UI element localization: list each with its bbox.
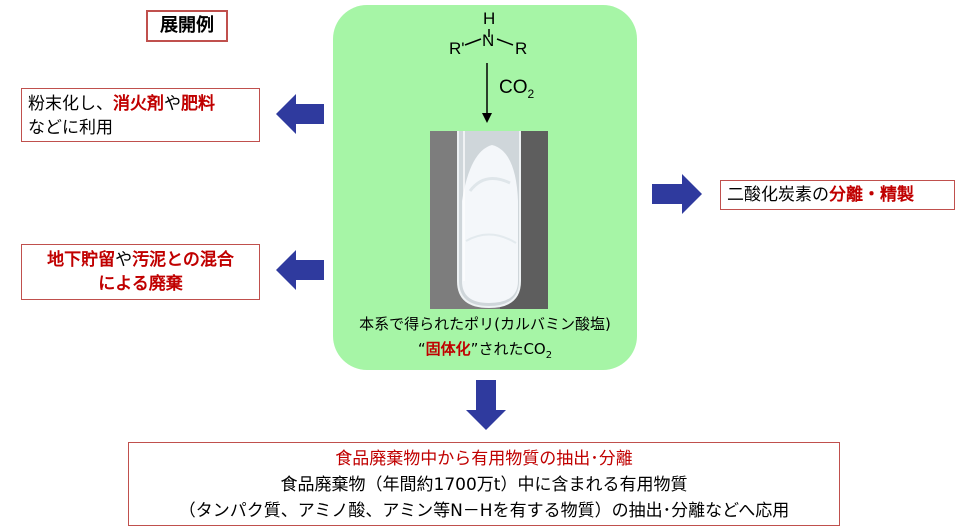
caption-line-2: “固体化”されたCO2 (333, 338, 637, 361)
reagent-text: CO (499, 77, 528, 98)
left-box-disposal: 地下貯留や汚泥との混合 による廃棄 (21, 244, 260, 300)
caption-sub: 2 (545, 350, 553, 361)
amine-h: H (483, 9, 496, 28)
left2-line2: による廃棄 (98, 274, 183, 294)
title-box: 展開例 (146, 10, 228, 42)
amine-structure (464, 29, 514, 123)
left1-part2: 消火剤 (113, 94, 164, 114)
caption-quote-open: “ (417, 340, 426, 358)
n-r1-bond (464, 38, 482, 46)
title-text: 展開例 (160, 15, 214, 36)
arrow-right-icon (652, 174, 702, 214)
left1-part1: 粉末化し、 (28, 94, 113, 114)
reaction-arrow-head (482, 113, 492, 123)
caption-highlight: 固体化 (425, 340, 471, 358)
left-box-powder: 粉末化し、消火剤や肥料 などに利用 (21, 88, 260, 142)
left1-line2: などに利用 (28, 118, 113, 138)
bottom-line-1: 食品廃棄物中から有用物質の抽出･分離 (335, 449, 633, 469)
arrow-left-bottom-icon (276, 250, 324, 290)
left2-part1: 地下貯留 (47, 250, 116, 270)
caption-line-1: 本系で得られたポリ(カルバミン酸塩) (359, 315, 611, 333)
bottom-line-3: （タンパク質、アミノ酸、アミン等N－Hを有する物質）の抽出･分離などへ応用 (178, 501, 790, 521)
test-tube-photo (430, 131, 548, 309)
left1-part3: や (164, 94, 181, 114)
test-tube-illustration (430, 131, 548, 309)
left1-part4: 肥料 (181, 94, 215, 114)
amine-n: N (482, 31, 495, 50)
arrow-left-top-icon (276, 94, 324, 134)
right-box-separation: 二酸化炭素の分離・精製 (720, 180, 955, 210)
n-r2-bond (496, 38, 514, 46)
right-part2: 分離・精製 (829, 185, 914, 205)
amine-r1: R' (449, 39, 465, 58)
bottom-line-2: 食品廃棄物（年間約1700万t）中に含まれる有用物質 (280, 475, 688, 495)
reagent-sub: 2 (527, 86, 535, 101)
left2-part2: や (115, 250, 133, 270)
caption-rest: されたCO (478, 340, 546, 358)
caption-quote-close: ” (470, 340, 479, 358)
reagent-co2: CO2 (499, 77, 534, 101)
center-panel: H N R' R CO2 本系で得られたポリ(カルバミン酸塩) “固体化”された… (333, 5, 637, 370)
arrow-down-icon (466, 380, 506, 430)
bottom-box-extraction: 食品廃棄物中から有用物質の抽出･分離 食品廃棄物（年間約1700万t）中に含まれ… (128, 442, 840, 526)
left2-part3: 汚泥との混合 (132, 250, 234, 270)
right-part1: 二酸化炭素の (727, 185, 829, 205)
amine-r2: R (515, 39, 528, 58)
